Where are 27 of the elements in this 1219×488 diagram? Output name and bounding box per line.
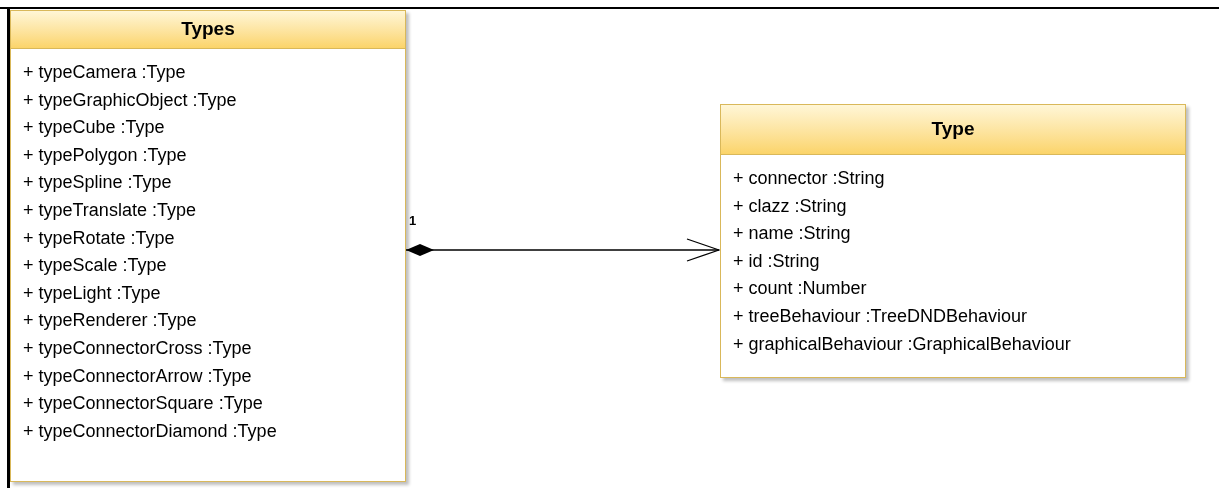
attribute-text: + name :String <box>733 222 852 246</box>
attribute-text: + typeGraphicObject :Type <box>23 88 238 112</box>
attribute-text: + clazz :String <box>733 194 848 218</box>
attribute-text: + count :Number <box>733 277 868 301</box>
attribute-text: + typePolygon :Type <box>23 143 188 167</box>
attribute-text: + typeRotate :Type <box>23 226 176 250</box>
attribute-text: + typeTranslate :Type <box>23 198 197 222</box>
class-box <box>720 104 1186 378</box>
attribute-text: + typeSpline :Type <box>23 171 173 195</box>
attribute-text: + typeConnectorCross :Type <box>23 336 253 360</box>
attribute-text: + typeCube :Type <box>23 116 166 140</box>
attribute-text: + typeScale :Type <box>23 254 168 278</box>
attribute-text: + typeRenderer :Type <box>23 309 198 333</box>
multiplicity-label: 1 <box>409 214 417 227</box>
attribute-text: + connector :String <box>733 167 886 190</box>
attribute-text: + typeConnectorSquare :Type <box>23 392 264 416</box>
attribute-text: + typeConnectorDiamond :Type <box>23 419 278 443</box>
attribute-text: + id :String <box>733 249 821 273</box>
attribute-text: + typeConnectorArrow :Type <box>23 364 253 388</box>
class-name: Types <box>181 17 235 42</box>
attribute-text: + treeBehaviour :TreeDNDBehaviour <box>733 304 1028 328</box>
composition-arrow <box>405 238 720 262</box>
attribute-text: + typeLight :Type <box>23 281 162 305</box>
class-box <box>10 10 406 482</box>
attribute-text: + graphicalBehaviour :GraphicalBehaviour <box>733 332 1072 356</box>
attribute-text: + typeCamera :Type <box>23 61 187 84</box>
class-name: Type <box>931 117 975 142</box>
